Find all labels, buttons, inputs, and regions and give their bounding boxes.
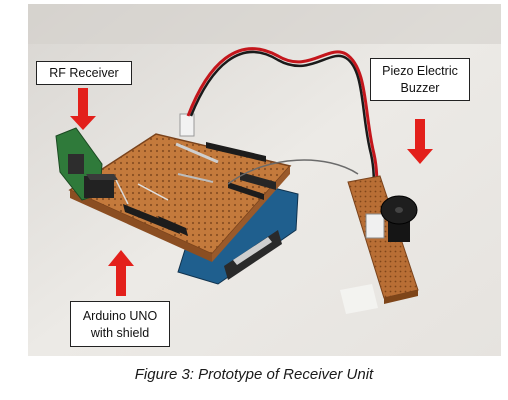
label-piezo-line1: Piezo Electric	[382, 64, 458, 78]
label-rf-receiver-text: RF Receiver	[49, 66, 119, 80]
label-rf-receiver: RF Receiver	[36, 61, 132, 85]
label-arduino-line1: Arduino UNO	[82, 309, 158, 323]
arrow-rf-receiver	[70, 88, 96, 130]
label-piezo-buzzer: Piezo Electric Buzzer	[370, 58, 470, 101]
label-arduino: Arduino UNO with shield	[70, 301, 170, 347]
figure-caption: Figure 3: Prototype of Receiver Unit	[134, 366, 374, 383]
label-arduino-line2: with shield	[90, 326, 150, 340]
arrow-arduino	[108, 250, 134, 296]
arrow-piezo-buzzer	[407, 119, 433, 164]
label-piezo-line2: Buzzer	[400, 81, 440, 95]
